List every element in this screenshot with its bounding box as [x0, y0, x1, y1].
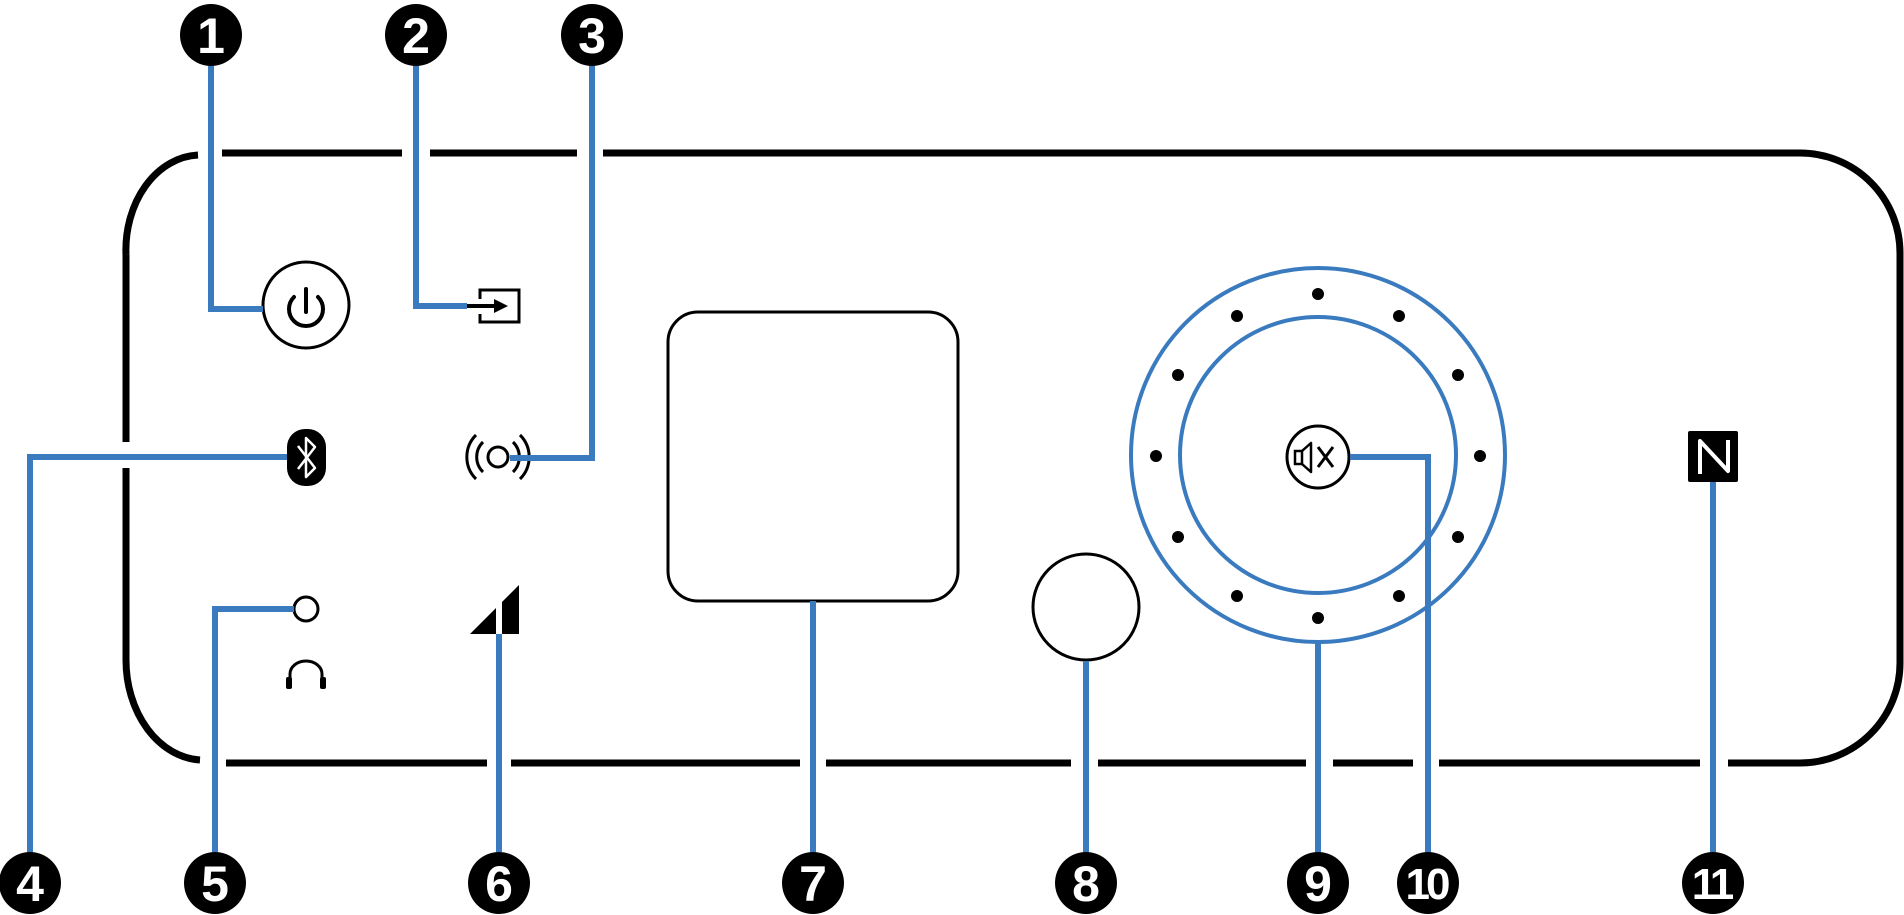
- leader-line-4: [27, 454, 287, 852]
- bluetooth-button[interactable]: [287, 429, 326, 486]
- power-button[interactable]: [261, 260, 351, 350]
- input-select-button[interactable]: [467, 288, 521, 324]
- leader-line-1: [208, 66, 263, 312]
- callout-number: 10: [1406, 860, 1449, 909]
- panel-outline: [122, 149, 1904, 767]
- callout-1: 1: [180, 4, 242, 66]
- callout-number: 9: [1304, 856, 1332, 912]
- bluetooth-icon: [297, 436, 317, 479]
- callout-number: 2: [402, 8, 430, 64]
- display: [666, 310, 960, 603]
- leader-lines: [27, 66, 1716, 852]
- nfc-icon: [1688, 431, 1738, 482]
- volume-knob-inner-ring: [1178, 315, 1458, 595]
- callout-4: 4: [0, 852, 61, 914]
- volume-knob[interactable]: [1129, 266, 1507, 644]
- callout-number: 7: [799, 856, 827, 912]
- callout-number: 4: [16, 856, 44, 912]
- mute-button[interactable]: [1285, 424, 1351, 490]
- nfc-mark: [1688, 431, 1738, 482]
- callout-number: 11: [1692, 860, 1734, 909]
- mute-icon: [1293, 441, 1335, 474]
- callout-6: 6: [468, 852, 530, 914]
- callout-3: 3: [561, 4, 623, 66]
- callout-8: 8: [1055, 852, 1117, 914]
- callout-11: 11: [1682, 852, 1744, 914]
- power-icon: [287, 287, 325, 329]
- leader-line-5: [212, 606, 294, 852]
- leader-line-10: [1350, 454, 1431, 852]
- callout-number: 8: [1072, 856, 1100, 912]
- callout-10: 10: [1397, 852, 1459, 914]
- callout-number: 6: [485, 856, 513, 912]
- remote-sensor-icon: [470, 585, 519, 634]
- callout-5: 5: [184, 852, 246, 914]
- callout-2: 2: [385, 4, 447, 66]
- callout-number: 3: [578, 8, 606, 64]
- remote-sensor: [470, 585, 519, 634]
- volume-knob-outer-ring: [1129, 266, 1507, 644]
- leader-line-2: [413, 66, 467, 309]
- callout-number: 5: [201, 856, 229, 912]
- callout-7: 7: [782, 852, 844, 914]
- leader-line-3: [510, 66, 595, 461]
- headphone-icon: [286, 659, 326, 689]
- callout-number: 1: [197, 8, 225, 64]
- round-button[interactable]: [1031, 552, 1141, 662]
- input-icon: [467, 288, 521, 324]
- callout-9: 9: [1287, 852, 1349, 914]
- volume-level-dots: [1150, 288, 1486, 624]
